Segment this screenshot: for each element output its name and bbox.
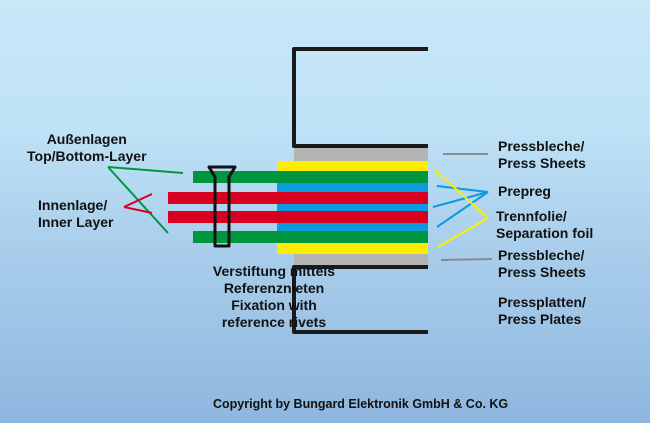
callout-foil-top — [434, 169, 489, 219]
callout-prepreg-3 — [436, 191, 489, 228]
callout-inner-1 — [123, 193, 153, 208]
press-plate-bottom — [292, 265, 428, 334]
label-press-sheets-top: Pressbleche/ Press Sheets — [498, 138, 586, 171]
press-plate-top — [292, 47, 428, 148]
label-outer-layers: Außenlagen Top/Bottom-Layer — [27, 131, 147, 164]
label-press-plates: Pressplatten/ Press Plates — [498, 294, 586, 327]
callout-press-sheet-bottom — [440, 258, 493, 261]
inner-layer-2 — [168, 211, 428, 223]
press-sheet-bottom — [294, 254, 428, 265]
callout-foil-bottom — [437, 217, 489, 248]
reference-rivet — [207, 165, 237, 248]
copyright-notice: Copyright by Bungard Elektronik GmbH & C… — [213, 397, 509, 411]
callout-inner-2 — [123, 206, 153, 214]
outer-layer-bottom — [193, 231, 428, 243]
prepreg-2 — [277, 204, 428, 211]
label-reference-rivets: Verstiftung mittels Referenznieten Fixat… — [212, 263, 336, 330]
prepreg-1 — [277, 183, 428, 192]
outer-layer-top — [193, 171, 428, 183]
label-inner-layer: Innenlage/ Inner Layer — [38, 197, 114, 230]
press-sheet-top — [294, 148, 428, 161]
separation-foil-top — [277, 161, 428, 171]
label-press-sheets-bottom: Pressbleche/ Press Sheets — [498, 247, 586, 280]
inner-layer-1 — [168, 192, 428, 204]
callout-outer-top — [107, 166, 184, 174]
separation-foil-bottom — [277, 243, 428, 254]
prepreg-3 — [277, 223, 428, 231]
label-prepreg: Prepreg — [498, 183, 551, 199]
callout-prepreg-1 — [436, 185, 489, 193]
label-separation-foil: Trennfolie/ Separation foil — [496, 208, 594, 241]
callout-prepreg-2 — [432, 191, 489, 208]
